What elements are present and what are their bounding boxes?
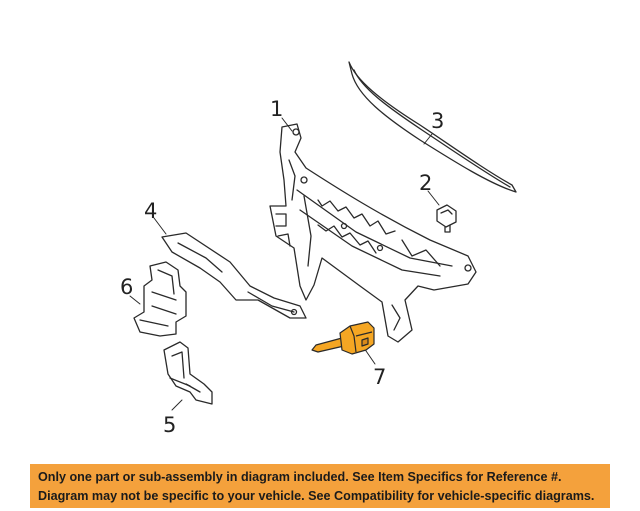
callout-numbers: 1 2 3 4 5 6 7 xyxy=(120,97,444,437)
parts-diagram: 1 2 3 4 5 6 7 xyxy=(120,61,517,437)
disclaimer-line-2: Diagram may not be specific to your vehi… xyxy=(38,489,595,503)
callout-3: 3 xyxy=(431,109,444,133)
callout-5: 5 xyxy=(163,413,176,437)
callout-2: 2 xyxy=(419,171,432,195)
part-7-sensor xyxy=(311,321,375,355)
callout-4: 4 xyxy=(144,199,157,223)
part-6-side-air-guide xyxy=(133,261,187,337)
part-4-air-deflector xyxy=(161,232,307,319)
disclaimer-line-1: Only one part or sub-assembly in diagram… xyxy=(38,470,562,484)
disclaimer-banner: Only one part or sub-assembly in diagram… xyxy=(30,464,610,508)
part-3-seal xyxy=(348,61,517,193)
part-5-lower-air-guide xyxy=(163,341,213,405)
callout-1: 1 xyxy=(270,97,283,121)
leader-lines xyxy=(129,117,440,411)
callout-6: 6 xyxy=(120,275,133,299)
callout-7: 7 xyxy=(373,365,386,389)
part-1-radiator-support xyxy=(269,123,477,343)
part-2-bolt xyxy=(436,204,457,233)
